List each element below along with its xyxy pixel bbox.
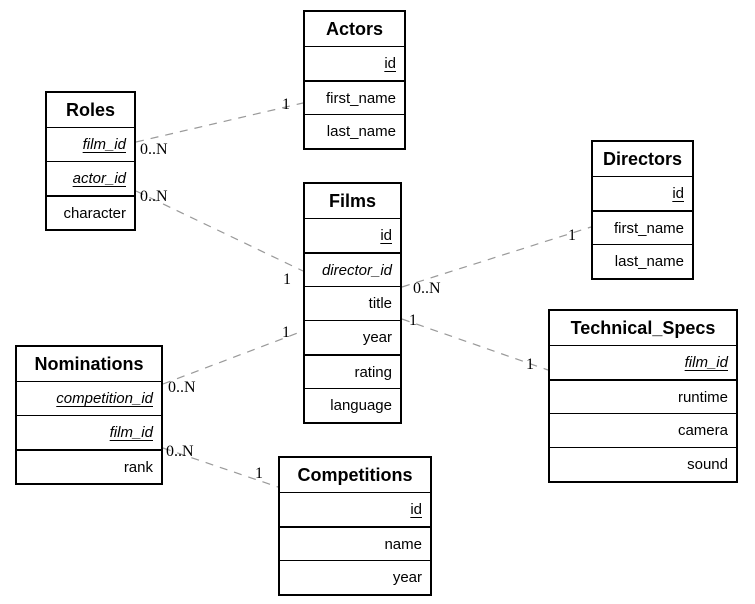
column-nominations-competition-id: competition_id — [17, 381, 161, 415]
column-films-title: title — [305, 286, 400, 320]
cardinality-label-nominations-films-far: 1 — [282, 324, 290, 341]
column-films-id: id — [305, 218, 400, 252]
cardinality-label-roles-actors-far: 1 — [282, 96, 290, 113]
cardinality-label-films-technicalspecs-near: 1 — [409, 312, 417, 329]
cardinality-label-nominations-competitions-near: 0..N — [166, 443, 194, 460]
nominations-table-title: Nominations — [34, 354, 144, 374]
column-films-year: year — [305, 320, 400, 354]
technical-specs-table[interactable]: Technical_Specs film_id runtime camera s… — [548, 309, 738, 483]
cardinality-label-nominations-films-near: 0..N — [168, 379, 196, 396]
competitions-table-title: Competitions — [297, 465, 413, 485]
column-technical-specs-sound: sound — [550, 447, 736, 481]
column-technical-specs-camera: camera — [550, 413, 736, 447]
relation-films-technicalspecs-line — [401, 318, 549, 371]
roles-table[interactable]: Roles film_id actor_id character — [45, 91, 136, 231]
relation-nominations-competitions-line — [162, 447, 279, 488]
cardinality-label-films-directors-far: 1 — [568, 227, 576, 244]
directors-table[interactable]: Directors id first_name last_name — [591, 140, 694, 280]
competitions-table[interactable]: Competitions id name year — [278, 456, 432, 596]
column-roles-actor-id: actor_id — [47, 161, 134, 195]
relation-roles-actors-line — [135, 102, 304, 143]
cardinality-label-films-directors-near: 0..N — [413, 280, 441, 297]
cardinality-label-films-technicalspecs-far: 1 — [526, 356, 534, 373]
column-directors-id: id — [593, 176, 692, 210]
actors-table-title: Actors — [325, 19, 383, 39]
column-films-language: language — [305, 388, 400, 422]
column-competitions-name: name — [280, 526, 430, 560]
cardinality-label-nominations-competitions-far: 1 — [255, 465, 263, 482]
column-actors-last-name: last_name — [305, 114, 404, 148]
column-technical-specs-film-id: film_id — [550, 345, 736, 379]
films-table-title: Films — [328, 191, 376, 211]
column-technical-specs-runtime: runtime — [550, 379, 736, 413]
column-roles-film-id: film_id — [47, 127, 134, 161]
nominations-table[interactable]: Nominations competition_id film_id rank — [15, 345, 163, 485]
directors-table-title: Directors — [602, 149, 683, 169]
column-competitions-year: year — [280, 560, 430, 594]
relation-nominations-films-line — [162, 330, 304, 385]
films-table[interactable]: Films id director_id title year rating l… — [303, 182, 402, 424]
column-actors-first-name: first_name — [305, 80, 404, 114]
cardinality-label-roles-actors-near: 0..N — [140, 141, 168, 158]
column-roles-character: character — [47, 195, 134, 229]
roles-table-title: Roles — [65, 100, 116, 120]
relation-roles-films-line — [135, 190, 304, 272]
cardinality-label-roles-films-near: 0..N — [140, 188, 168, 205]
technical-specs-table-title: Technical_Specs — [570, 318, 716, 338]
column-films-rating: rating — [305, 354, 400, 388]
column-nominations-film-id: film_id — [17, 415, 161, 449]
column-actors-id: id — [305, 46, 404, 80]
actors-table[interactable]: Actors id first_name last_name — [303, 10, 406, 150]
relation-films-directors-line — [401, 226, 592, 288]
column-directors-first-name: first_name — [593, 210, 692, 244]
column-directors-last-name: last_name — [593, 244, 692, 278]
cardinality-label-roles-films-far: 1 — [283, 271, 291, 288]
column-nominations-rank: rank — [17, 449, 161, 483]
column-competitions-id: id — [280, 492, 430, 526]
column-films-director-id: director_id — [305, 252, 400, 286]
